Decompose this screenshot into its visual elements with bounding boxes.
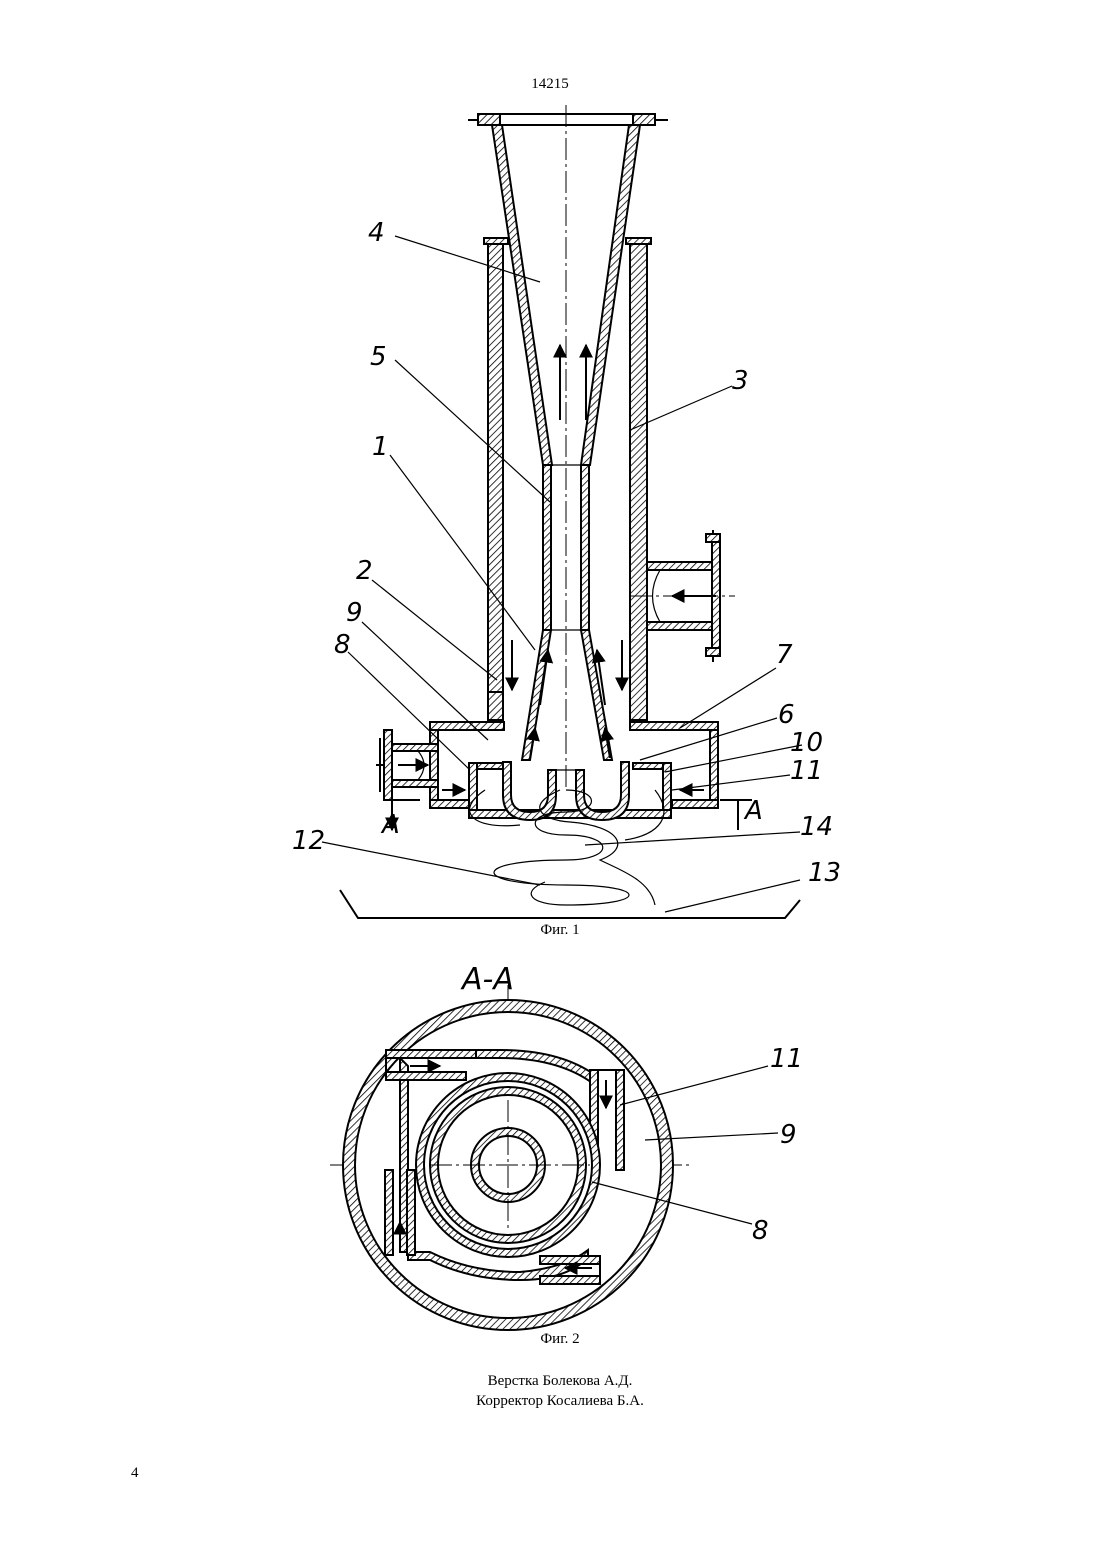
fig2-label-11: 11 (770, 1044, 803, 1074)
page-number: 4 (131, 1465, 139, 1482)
inlet-bottom (540, 1256, 600, 1264)
credits-layout: Верстка Болекова А.Д. (400, 1373, 720, 1390)
credits-proofreader: Корректор Косалиева Б.А. (400, 1393, 720, 1410)
section-title-a-a: A-A (462, 962, 514, 997)
inlet-top (386, 1050, 476, 1058)
inlet-left (385, 1170, 393, 1255)
fig2-label-9: 9 (780, 1120, 797, 1150)
figure-2-caption: Фиг. 2 (500, 1331, 620, 1348)
fig2-label-8: 8 (752, 1216, 769, 1246)
